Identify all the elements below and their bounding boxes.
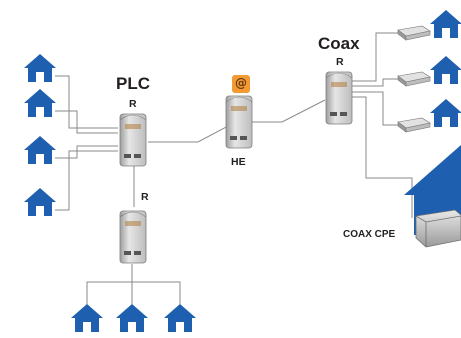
plc-repeater-top-device: [119, 113, 147, 167]
repeater-label-coax: R: [336, 56, 344, 68]
house-icon: [71, 304, 103, 332]
head-end-device: [225, 95, 253, 149]
modem-icon: [397, 25, 431, 41]
house-icon: [430, 99, 461, 127]
house-icon: [24, 89, 56, 117]
repeater-label-plc-bottom: R: [141, 191, 149, 203]
coax-label: Coax: [318, 34, 360, 53]
coax-cpe-device: [415, 209, 461, 248]
house-icon: [24, 188, 56, 216]
at-sign-icon: @: [232, 75, 250, 93]
houses: [24, 10, 461, 332]
repeater-label-plc-top: R: [129, 98, 137, 110]
head-end-label: HE: [231, 156, 246, 168]
house-icon: [24, 136, 56, 164]
modem-icon: [397, 117, 431, 133]
modem-icon: [397, 71, 431, 87]
house-icon: [430, 56, 461, 84]
plc-repeater-bottom-device: [119, 210, 147, 264]
coax-cpe-label: COAX CPE: [343, 229, 396, 240]
coax-repeater-device: [325, 71, 353, 125]
house-icon: [24, 54, 56, 82]
house-icon: [430, 10, 461, 38]
plc-label: PLC: [116, 74, 150, 93]
house-icon: [164, 304, 196, 332]
house-icon: [116, 304, 148, 332]
